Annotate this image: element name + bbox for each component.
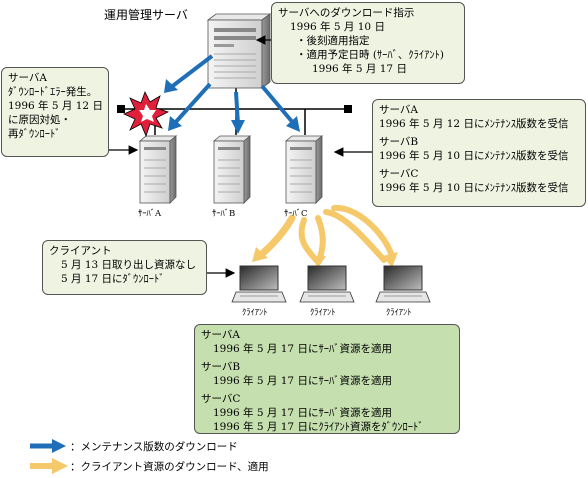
server-a-error-callout: サーバA ﾀﾞｳﾝﾛｰﾄﾞｴﾗｰ発生。 1996 年 5 月 12 日 に原因対… — [1, 67, 109, 157]
instruction-title: サーバへのダウンロード指示 — [278, 7, 415, 19]
admin-server-label: 運用管理サーバ — [104, 8, 188, 22]
server-b-icon — [212, 135, 252, 204]
instruction-schedule-date: 1996 年 5 月 17 日 — [312, 63, 407, 75]
instruction-item-schedule: ・適用予定日時 (ｻｰﾊﾞ、ｸﾗｲｱﾝﾄ) — [296, 49, 445, 61]
server-a-icon — [138, 135, 178, 204]
blue-arrow-to-server-a-2 — [168, 82, 212, 131]
apply-server-c-name: サーバC — [201, 393, 241, 405]
instruction-callout: サーバへのダウンロード指示 1996 年 5 月 10 日 ・後刻適用指定 ・適… — [271, 2, 465, 84]
error-redownload: 再ﾀﾞｳﾝﾛｰﾄﾞ — [8, 128, 61, 140]
error-burst-icon — [123, 90, 170, 138]
apply-server-b-name: サーバB — [201, 361, 241, 373]
blue-arrow-to-server-b — [231, 91, 245, 134]
legend-blue-label: ：メンテナンス版数のダウンロード — [70, 441, 238, 453]
receive-server-a-text: 1996 年 5 月 12 日にﾒﾝﾃﾅﾝｽ版数を受信 — [379, 118, 569, 130]
server-c-label: ｻｰﾊﾞC — [284, 209, 308, 219]
legend-yellow-arrow-icon — [30, 458, 68, 474]
apply-server-c-text2: 1996 年 5 月 17 日にｸﾗｲｱﾝﾄ資源をﾀﾞｳﾝﾛｰﾄﾞ — [213, 421, 424, 433]
blue-arrow-to-server-a — [164, 54, 214, 93]
receive-callout: サーバA 1996 年 5 月 12 日にﾒﾝﾃﾅﾝｽ版数を受信 サーバB 19… — [372, 99, 586, 207]
receive-server-a-name: サーバA — [379, 104, 418, 116]
apply-callout: サーバA 1996 年 5 月 17 日にｻｰﾊﾞ資源を適用 サーバB 1996… — [194, 324, 460, 434]
instruction-date: 1996 年 5 月 10 日 — [290, 21, 385, 33]
client-1-laptop-icon — [231, 265, 287, 303]
blue-arrow-to-server-c — [260, 84, 300, 132]
yellow-arrow-client-1 — [252, 214, 296, 262]
server-a-label: ｻｰﾊﾞA — [138, 209, 162, 219]
client-2-label: ｸﾗｲｱﾝﾄ — [310, 308, 336, 318]
receive-server-b-text: 1996 年 5 月 10 日にﾒﾝﾃﾅﾝｽ版数を受信 — [379, 150, 569, 162]
apply-server-a-text: 1996 年 5 月 17 日にｻｰﾊﾞ資源を適用 — [213, 343, 392, 355]
maintenance-download-arrows — [164, 54, 300, 134]
yellow-arrow-client-3 — [323, 204, 398, 268]
admin-server-icon — [206, 13, 272, 89]
receive-server-c-name: サーバC — [379, 168, 419, 180]
client-3-laptop-icon — [375, 265, 431, 303]
client-callout-line2: 5 月 17 日にﾀﾞｳﾝﾛｰﾄﾞ — [61, 273, 165, 285]
yellow-arrow-client-2 — [298, 215, 326, 268]
client-resource-arrows — [252, 204, 398, 268]
error-description: ﾀﾞｳﾝﾛｰﾄﾞｴﾗｰ発生。 — [8, 86, 98, 98]
instruction-item-deferred: ・後刻適用指定 — [296, 35, 370, 47]
receive-server-b-name: サーバB — [379, 136, 419, 148]
client-3-label: ｸﾗｲｱﾝﾄ — [386, 308, 412, 318]
receive-server-c-text: 1996 年 5 月 10 日にﾒﾝﾃﾅﾝｽ版数を受信 — [379, 182, 569, 194]
server-b-label: ｻｰﾊﾞB — [212, 209, 236, 219]
client-callout-line1: 5 月 13 日取り出し資源なし — [61, 259, 197, 271]
error-server-name: サーバA — [8, 72, 47, 84]
client-callout-title: クライアント — [49, 245, 112, 257]
server-c-icon — [284, 135, 324, 204]
client-2-laptop-icon — [299, 265, 355, 303]
legend-blue-arrow-icon — [30, 439, 66, 453]
error-recovery-action: に原因対処・ — [8, 114, 71, 126]
client-1-label: ｸﾗｲｱﾝﾄ — [242, 308, 268, 318]
legend-yellow-label: ：クライアント資源のダウンロード、適用 — [70, 461, 269, 473]
apply-server-b-text: 1996 年 5 月 17 日にｻｰﾊﾞ資源を適用 — [213, 375, 392, 387]
client-callout: クライアント 5 月 13 日取り出し資源なし 5 月 17 日にﾀﾞｳﾝﾛｰﾄ… — [42, 240, 207, 295]
apply-server-c-text1: 1996 年 5 月 17 日にｻｰﾊﾞ資源を適用 — [213, 407, 392, 419]
apply-server-a-name: サーバA — [201, 329, 240, 341]
error-recovery-date: 1996 年 5 月 12 日 — [8, 100, 103, 112]
